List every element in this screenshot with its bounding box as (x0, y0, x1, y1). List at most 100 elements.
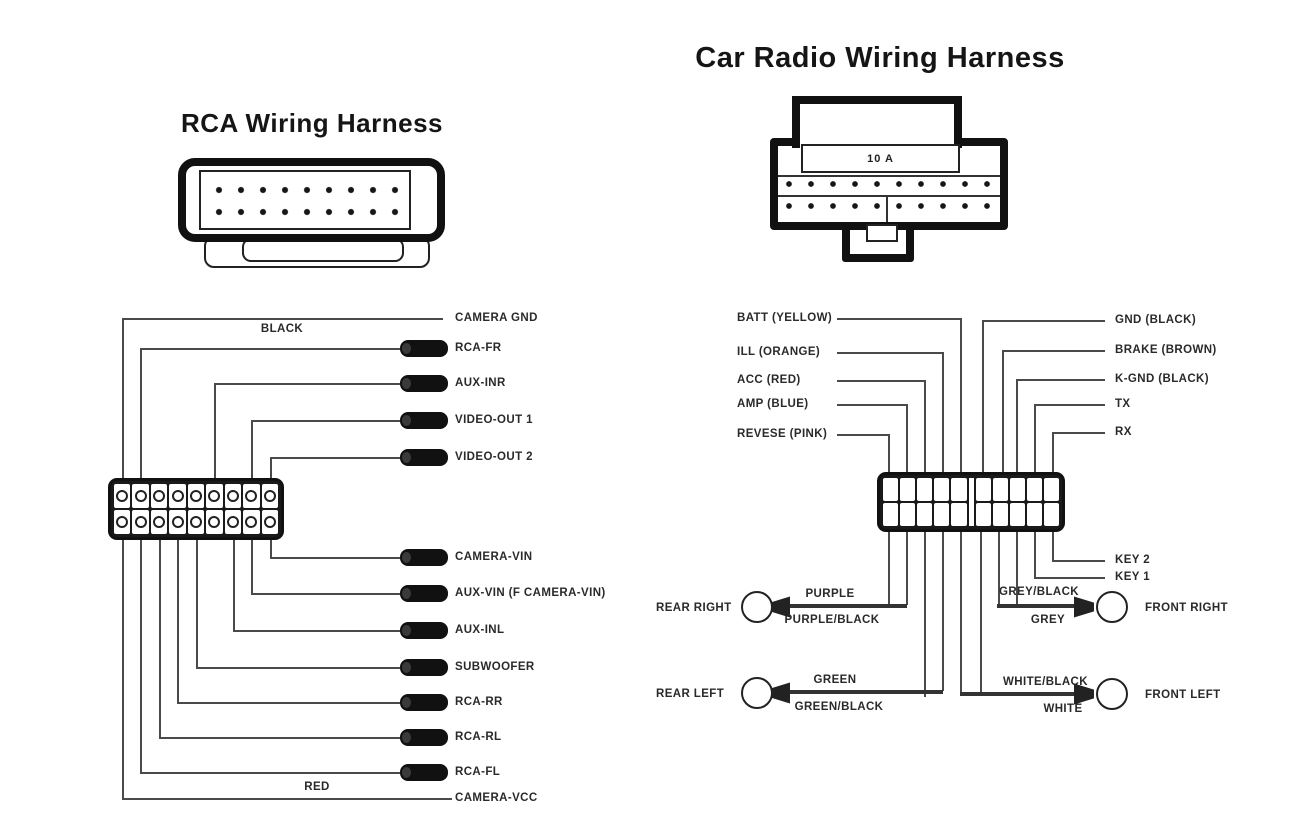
wire-segment (960, 692, 1093, 696)
wire-segment (980, 532, 982, 696)
pin-cell (261, 484, 278, 508)
pin-label: GND (BLACK) (1115, 314, 1197, 326)
pin-label: AMP (BLUE) (737, 398, 809, 410)
pin-label: K-GND (BLACK) (1115, 373, 1209, 385)
pin-cell (206, 510, 223, 534)
connector-pin-dots (208, 179, 406, 223)
pin-label: ILL (ORANGE) (737, 346, 821, 358)
pin-block-gap (968, 478, 974, 526)
pin-label: CAMERA GND (455, 312, 538, 324)
wire-segment (270, 457, 272, 478)
wire-segment (888, 532, 890, 608)
wire-segment (1016, 532, 1018, 606)
wire-segment (982, 320, 1105, 322)
pin-cell (900, 478, 916, 501)
pin-label: VIDEO-OUT 1 (455, 414, 533, 426)
pin-cell (992, 503, 1008, 526)
speaker-label: FRONT RIGHT (1145, 602, 1228, 614)
pin-cell (243, 484, 260, 508)
wire-segment (790, 604, 907, 608)
wire-segment (251, 593, 400, 595)
speaker-cone-icon (770, 682, 790, 704)
wire-color-note: BLACK (260, 323, 304, 335)
pin-label: REVESE (PINK) (737, 428, 828, 440)
wire-color-note: GREY (1030, 614, 1066, 626)
wire-segment (906, 532, 908, 605)
rca-plug-icon (400, 412, 448, 429)
wire-segment (837, 352, 942, 354)
wire-segment (214, 383, 216, 478)
speaker-icon (741, 591, 773, 623)
pin-cell (1009, 503, 1025, 526)
wire-segment (837, 404, 906, 406)
wire-segment (214, 383, 400, 385)
wire-segment (233, 540, 235, 630)
wire-segment (837, 318, 960, 320)
wire-segment (1016, 379, 1018, 472)
rca-harness-title: RCA Wiring Harness (180, 108, 444, 138)
pin-cell (1043, 503, 1059, 526)
wire-segment (960, 532, 962, 696)
wire-color-note: PURPLE/BLACK (784, 614, 880, 626)
pin-cell (883, 478, 899, 501)
wire-segment (997, 604, 1093, 608)
wire-segment (122, 540, 124, 798)
pin-cell (132, 484, 149, 508)
wire-segment (837, 380, 924, 382)
wire-segment (1002, 350, 1105, 352)
speaker-icon (1096, 591, 1128, 623)
wire-segment (1052, 532, 1054, 560)
pin-cell (132, 510, 149, 534)
wire-segment (960, 318, 962, 472)
speaker-icon (1096, 678, 1128, 710)
wire-color-note: WHITE (1043, 703, 1083, 715)
wire-segment (1034, 404, 1036, 472)
wire-color-note: PURPLE (805, 588, 855, 600)
wire-segment (159, 737, 400, 739)
pin-cell (975, 478, 991, 501)
wire-segment (924, 380, 926, 472)
wire-segment (1052, 560, 1105, 562)
pin-cell (150, 484, 168, 508)
fuse-box: 10 A (801, 144, 960, 173)
wire-segment (140, 540, 142, 772)
wire-segment (1002, 350, 1004, 472)
pin-cell (1026, 478, 1042, 501)
pin-cell (1026, 503, 1042, 526)
pin-label: BRAKE (BROWN) (1115, 344, 1217, 356)
pin-label: SUBWOOFER (455, 661, 535, 673)
pin-label: RCA-RL (455, 731, 502, 743)
wire-segment (251, 420, 400, 422)
connector-tab-inner (242, 238, 404, 262)
rca-plug-icon (400, 585, 448, 602)
rca-plug-icon (400, 549, 448, 566)
wire-segment (790, 690, 943, 694)
speaker-icon (741, 677, 773, 709)
pin-cell (187, 484, 205, 508)
pin-label: RCA-FR (455, 342, 502, 354)
pin-label: CAMERA-VIN (455, 551, 533, 563)
pin-label: CAMERA-VCC (455, 792, 538, 804)
pin-cell (917, 503, 933, 526)
pin-cell (224, 484, 242, 508)
pin-label: BATT (YELLOW) (737, 312, 833, 324)
wire-segment (1016, 379, 1105, 381)
rca-plug-icon (400, 375, 448, 392)
pin-cell (951, 478, 967, 501)
pin-cell (992, 478, 1008, 501)
pin-label: AUX-VIN (F CAMERA-VIN) (455, 587, 606, 599)
pin-cell (1009, 478, 1025, 501)
rca-plug-icon (400, 449, 448, 466)
pin-cell (934, 478, 950, 501)
pin-cell (169, 510, 186, 534)
pin-cell (1043, 478, 1059, 501)
wire-segment (1034, 532, 1036, 577)
pin-label: KEY 1 (1115, 571, 1151, 583)
pin-cell (917, 478, 933, 501)
rca-plug-icon (400, 729, 448, 746)
rca-plug-icon (400, 340, 448, 357)
pin-cell (114, 510, 131, 534)
rca-plug-icon (400, 694, 448, 711)
radio-pin-block (877, 472, 1065, 532)
pin-label: VIDEO-OUT 2 (455, 451, 533, 463)
